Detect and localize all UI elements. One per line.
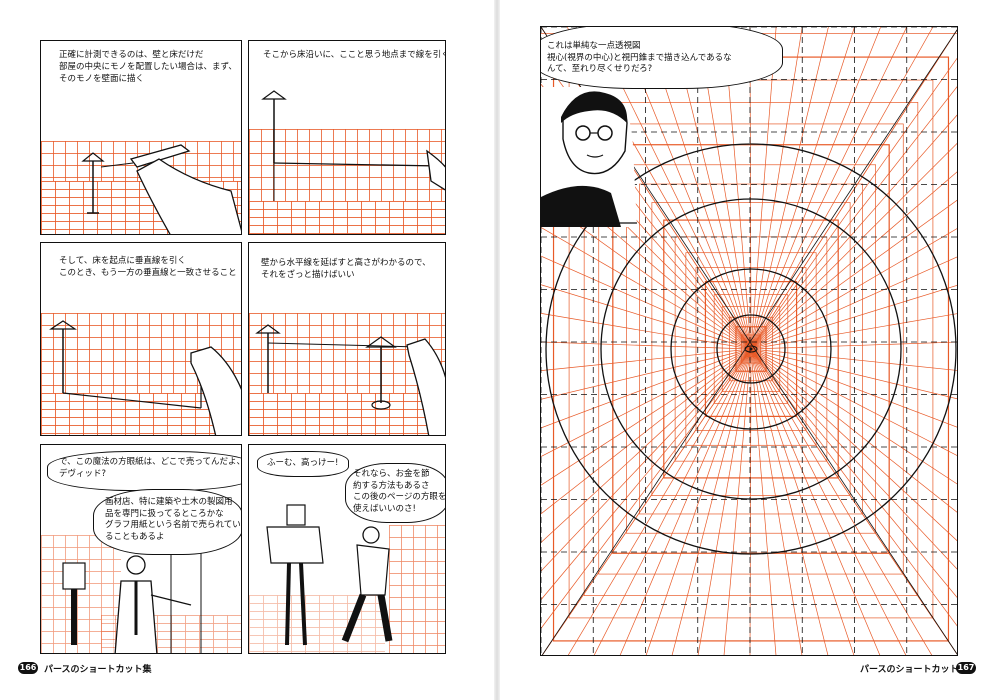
page-number-left: 166 — [18, 662, 38, 674]
panel-5: で、この魔法の方眼紙は、どこで売ってんだよ、 デヴィッド? 画材店、特に建築や土… — [40, 444, 242, 654]
page-gutter — [494, 0, 500, 700]
lamp-drawing — [81, 144, 241, 234]
bubble-expensive: ふーむ、高っけー! — [267, 458, 339, 468]
shop-scene — [266, 504, 393, 646]
panel-4-caption: 壁から水平線を延ばすと高さがわかるので、 それをざっと描けばいい — [261, 258, 431, 280]
lamp-drawing — [255, 324, 445, 435]
panel-2-caption: そこから床沿いに、ここと思う地点まで線を引く — [263, 50, 446, 60]
shop-scene — [62, 535, 202, 653]
bubble-question: で、この魔法の方眼紙は、どこで売ってんだよ、 デヴィッド? — [59, 457, 242, 479]
panel-1-caption: 正確に計測できるのは、壁と床だけだ 部屋の中央にモノを配置したい場合は、まず、 … — [59, 50, 237, 84]
perspective-grid-panel: これは単純な一点透視図 視心(視界の中心)と視円錐まで描き込んであるな んて、至… — [540, 26, 958, 656]
running-title-left: パースのショートカット集 — [44, 665, 152, 675]
bubble-perspective-explanation: これは単純な一点透視図 視心(視界の中心)と視円錐まで描き込んであるな んて、至… — [547, 41, 732, 74]
panel-3: そして、床を起点に垂直線を引く このとき、もう一方の垂直線と一致させること — [40, 242, 242, 436]
speech-bubble — [257, 451, 349, 477]
panel-2: そこから床沿いに、ここと思う地点まで線を引く — [248, 40, 446, 235]
panel-6: ふーむ、高っけー! それなら、お金を節 約する方法もあるさ この後のページの方眼… — [248, 444, 446, 654]
panel-3-caption: そして、床を起点に垂直線を引く このとき、もう一方の垂直線と一致させること — [59, 256, 237, 278]
panel-1: 正確に計測できるのは、壁と床だけだ 部屋の中央にモノを配置したい場合は、まず、 … — [40, 40, 242, 235]
speech-bubble — [93, 489, 241, 555]
speech-bubble — [541, 27, 783, 89]
grid-floor — [249, 201, 445, 234]
panel-4: 壁から水平線を延ばすと高さがわかるので、 それをざっと描けばいい — [248, 242, 446, 436]
page-number-right: 167 — [956, 662, 976, 674]
one-point-perspective-grid — [541, 27, 957, 655]
bubble-save-money: それなら、お金を節 約する方法もあるさ この後のページの方眼を 使えばいいのさ! — [353, 469, 446, 514]
speech-bubble — [345, 463, 445, 523]
running-title-right: パースのショートカット集 — [860, 665, 968, 675]
lamp-drawing — [261, 90, 445, 201]
grid-shelf — [389, 525, 445, 653]
lamp-drawing — [49, 320, 241, 435]
bubble-answer: 画材店、特に建築や土木の製図用 品を専門に扱ってるところかな グラフ用紙という名… — [105, 497, 241, 542]
grid-floor — [249, 393, 445, 435]
presenter-figure — [541, 87, 637, 227]
